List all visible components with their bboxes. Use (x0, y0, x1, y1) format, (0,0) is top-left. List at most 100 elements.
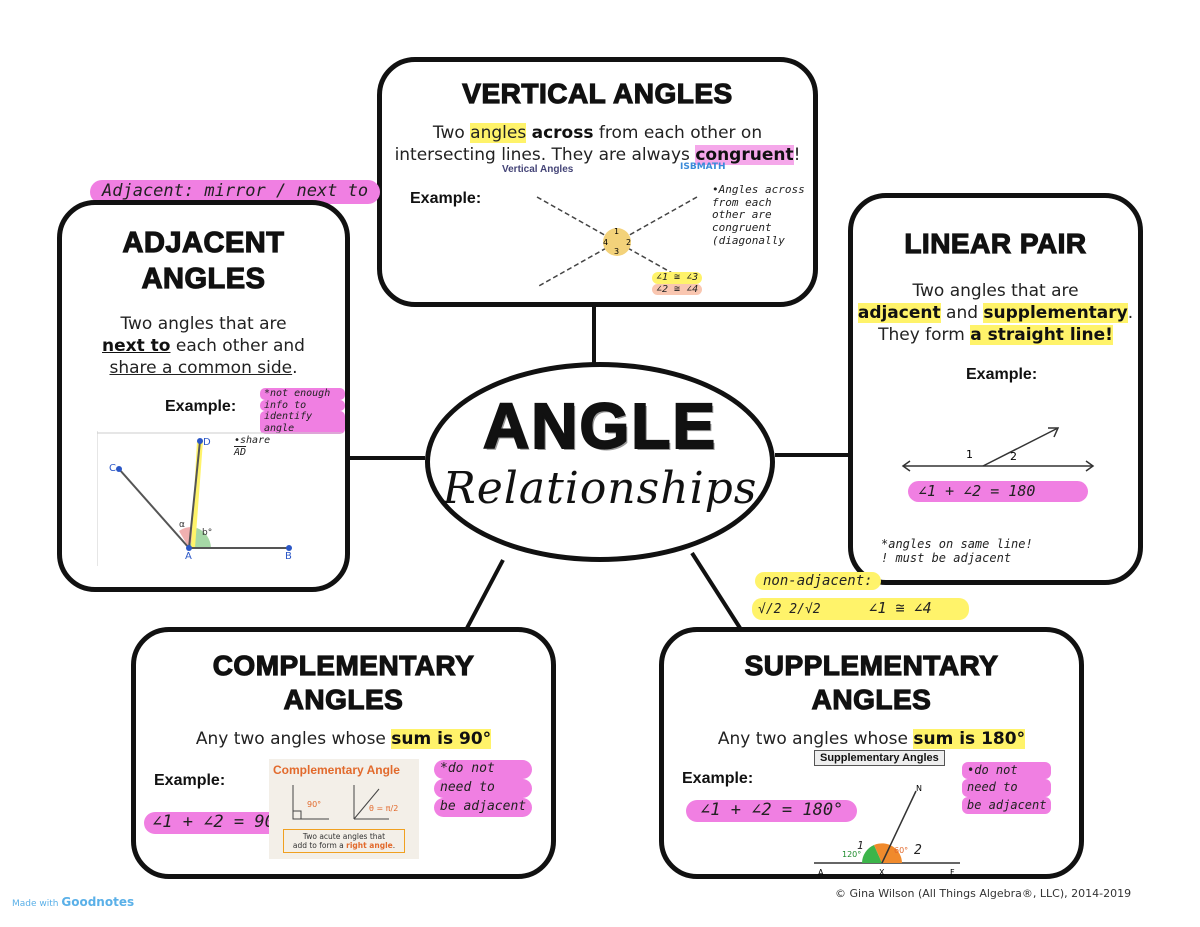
vertical-angle-label: 2 (626, 238, 631, 247)
linear-description: Two angles that are adjacent and supplem… (853, 280, 1138, 346)
complementary-note: *do not need to be adjacent (434, 760, 533, 817)
vertical-description: Two angles across from each other on int… (382, 122, 813, 166)
vertical-text: ! (793, 145, 801, 166)
supplementary-description: Any two angles whose sum is 180° (664, 728, 1079, 750)
vertical-note-line: other are (712, 208, 772, 222)
linear-text: adjacent (857, 303, 941, 324)
vertical-angle-label: 3 (614, 247, 619, 256)
linear-text: Two angles that are (912, 281, 1079, 301)
adjacent-side-note-line: info to (260, 399, 345, 411)
linear-text: They form (878, 325, 971, 346)
goodnotes-badge-2: Goodnotes (61, 895, 135, 909)
non-adjacent-frac: √/2 2/√2 (758, 602, 821, 617)
non-adjacent-fracs: √/2 2/√2 ∠1 ≅ ∠4 (752, 598, 969, 620)
supplementary-note: •do not need to be adjacent (962, 762, 1052, 815)
goodnotes-badge: Made with Goodnotes (12, 895, 134, 909)
vertical-note: •Angles across from each other are congr… (712, 183, 805, 247)
vertical-text: angles (470, 123, 527, 143)
linear-note-line: ! must be adjacent (881, 550, 1012, 565)
adjacent-point-label: D (203, 437, 211, 448)
complementary-equation: ∠1 + ∠2 = 90° (144, 812, 294, 834)
linear-text: a straight line! (970, 325, 1113, 346)
supplementary-point: F (950, 868, 955, 877)
adjacent-point-label: B (285, 551, 292, 562)
complementary-caption-2a: add to form a (292, 841, 347, 850)
vertical-angle-label: 4 (603, 238, 608, 247)
complementary-text: sum is 90° (391, 729, 492, 749)
adjacent-share-note: •share AD (234, 435, 270, 458)
linear-note: *angles on same line! ! must be adjacent (881, 537, 1033, 566)
supplementary-equation: ∠1 + ∠2 = 180° (686, 800, 858, 822)
adjacent-angles-box: ADJACENT ANGLES Two angles that are next… (57, 200, 350, 592)
supplementary-text: sum is 180° (913, 729, 1026, 749)
adjacent-text: . (292, 358, 298, 379)
linear-angle-label: 2 (1010, 450, 1017, 463)
complementary-title-1: COMPLEMENTARY (212, 649, 475, 681)
goodnotes-badge-1: Made with (12, 899, 59, 909)
adjacent-point-label: A (185, 551, 192, 562)
connector-bottom-right (690, 551, 742, 630)
supplementary-note-line: need to (962, 779, 1052, 797)
complementary-img-theta: θ = π/2 (369, 804, 398, 813)
supplementary-note-line: be adjacent (962, 796, 1052, 815)
complementary-text: Any two angles whose (195, 729, 392, 749)
complementary-note-line: *do not (434, 760, 533, 779)
complementary-box: COMPLEMENTARY ANGLES Any two angles whos… (131, 627, 556, 879)
adjacent-title-2: ANGLES (141, 262, 266, 295)
adjacent-text: next to (102, 336, 171, 357)
vertical-text: intersecting lines. They are always (394, 145, 696, 166)
linear-equation: ∠1 + ∠2 = 180 (908, 481, 1088, 503)
complementary-img-caption: Two acute angles that add to form a righ… (283, 829, 405, 853)
vertical-note-line: congruent (712, 220, 772, 234)
supplementary-text: Any two angles whose (717, 729, 914, 749)
supplementary-deg: 120° (842, 850, 861, 859)
supplementary-label-1: 1 (857, 839, 864, 852)
linear-note-line: *angles on same line! (881, 537, 1033, 551)
vertical-example-label: Example: (410, 190, 482, 207)
supplementary-title-2: ANGLES (811, 683, 932, 715)
complementary-caption-2b: right angle (346, 841, 393, 850)
supplementary-note-line: •do not (962, 762, 1052, 780)
adjacent-text: Two angles that are (120, 314, 287, 334)
center-subtitle: Relationships (442, 463, 758, 514)
supplementary-title-1: SUPPLEMENTARY (744, 649, 999, 681)
complementary-description: Any two angles whose sum is 90° (136, 728, 551, 750)
vertical-text: Two (432, 123, 471, 143)
vertical-note-line: (diagonally (712, 233, 785, 247)
complementary-caption-1: Two acute angles that (302, 832, 386, 841)
complementary-title-2: ANGLES (283, 683, 404, 715)
connector-bottom-left (465, 559, 505, 629)
copyright-text: © Gina Wilson (All Things Algebra®, LLC)… (835, 887, 1132, 900)
supplementary-label-2: 2 (914, 843, 922, 858)
linear-text: supplementary (983, 303, 1128, 324)
center-title: ANGLE (482, 389, 717, 463)
adjacent-side-note-line: identify angle (260, 411, 345, 434)
vertical-pair: ∠2 ≅ ∠4 (652, 283, 703, 295)
adjacent-share-line: •share (234, 435, 271, 446)
supplementary-deg: 60° (894, 846, 908, 855)
vertical-img-brand: ISBMATH (680, 162, 726, 172)
vertical-text: congruent (695, 145, 794, 166)
vertical-angle-label: 1 (614, 227, 619, 236)
adjacent-description: Two angles that are next to each other a… (62, 313, 345, 379)
complementary-note-line: be adjacent (434, 797, 533, 817)
adjacent-side-note: *not enough info to identify angle (260, 388, 345, 434)
linear-text: and (940, 303, 984, 324)
supplementary-img-title: Supplementary Angles (814, 750, 945, 766)
adjacent-side-note-line: *not enough (260, 388, 345, 400)
complementary-img-title: Complementary Angle (273, 763, 400, 777)
complementary-img-diagram: 90° θ = π/2 (292, 785, 398, 820)
adjacent-beta-label: b° (202, 528, 212, 538)
adjacent-point-label: C (109, 463, 116, 474)
vertical-text: from each other on (593, 123, 763, 143)
linear-pair-box: LINEAR PAIR Two angles that are adjacent… (848, 193, 1143, 585)
adjacent-text: each other and (170, 336, 305, 357)
supplementary-point: A (818, 868, 824, 877)
adjacent-title-1: ADJACENT (122, 226, 285, 259)
vertical-note-line: from each (712, 195, 772, 209)
supplementary-point: N (916, 784, 922, 793)
vertical-note-line: •Angles across (712, 183, 805, 196)
adjacent-example-label: Example: (165, 398, 237, 415)
supplementary-box: SUPPLEMENTARY ANGLES Any two angles whos… (659, 627, 1084, 879)
